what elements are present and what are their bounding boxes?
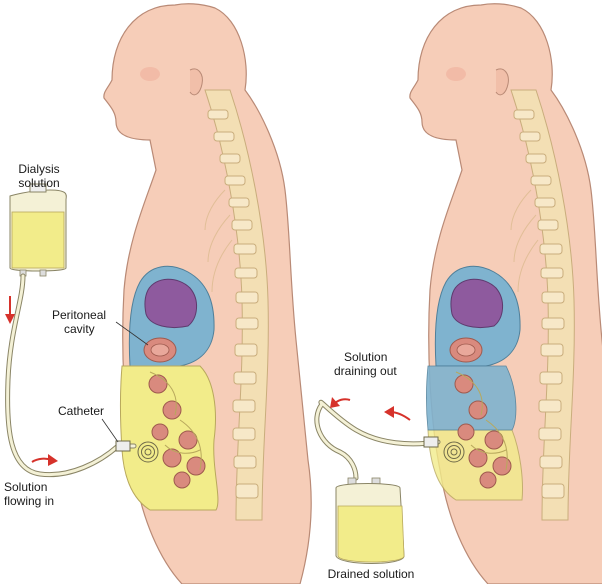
dialysis-solution-bag: [9, 183, 67, 277]
leader-catheter: [101, 418, 119, 443]
label-dialysis-solution: Dialysis solution: [18, 162, 60, 190]
arrow-curve-left-icon: [330, 397, 351, 408]
panel-outflow: [314, 3, 602, 584]
arrow-left-icon: [384, 406, 411, 421]
catheter-connector-right: [423, 436, 439, 448]
label-catheter: Catheter: [58, 404, 105, 418]
inflow-tube: [5, 273, 137, 478]
arrow-right-icon: [31, 454, 58, 466]
label-peritoneal-cavity: Peritoneal cavity: [52, 308, 107, 336]
panel-inflow: [5, 3, 312, 584]
drained-solution-bag: [335, 477, 405, 564]
label-drained-solution: Drained solution: [327, 567, 415, 581]
arrow-down-icon: [5, 296, 15, 324]
label-solution-flowing-in: Solution flowing in: [4, 480, 55, 508]
label-solution-draining-out: Solution draining out: [334, 350, 397, 378]
abdominal-fluid-left: [120, 365, 219, 511]
catheter-connector-left: [115, 440, 131, 452]
leader-peritoneal-cavity: [115, 321, 149, 346]
